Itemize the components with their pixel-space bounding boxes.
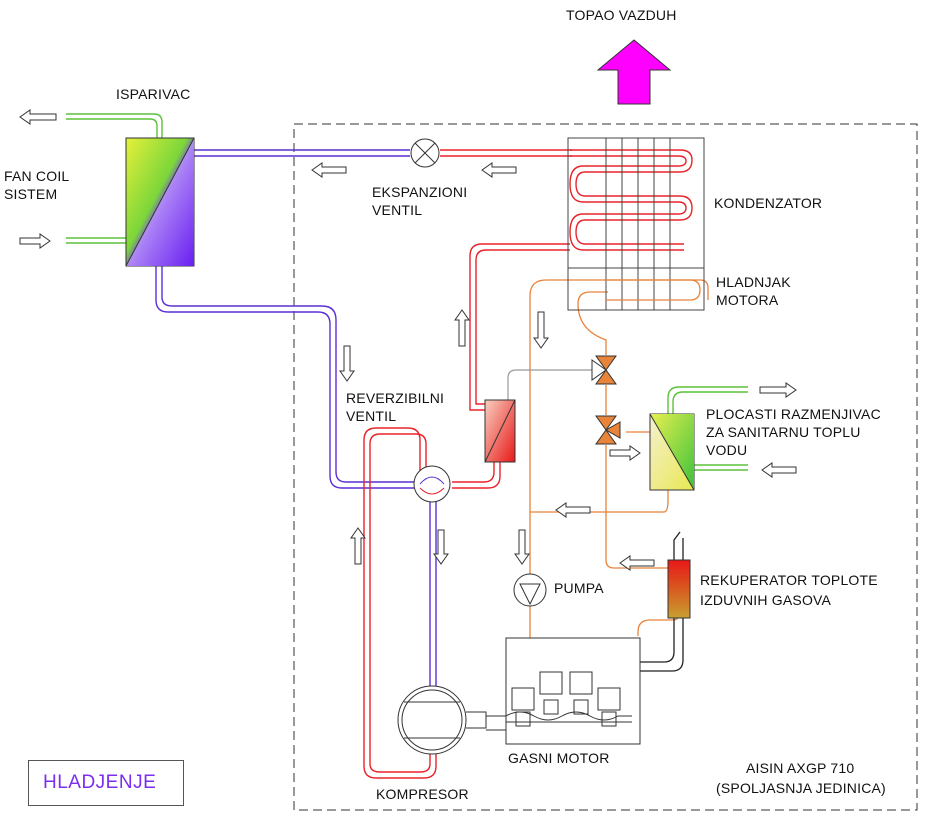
engine-cooler-label-line1: HLADNJAK <box>716 274 791 290</box>
hot-refrigerant-pipes <box>363 149 693 779</box>
water-pipes <box>66 113 748 471</box>
reversing-valve-label-line1: REVERZIBILNI <box>346 390 445 406</box>
engine-cooler-coil <box>604 279 701 301</box>
three-way-valve-lower <box>595 415 621 445</box>
compressor-label: KOMPRESOR <box>376 786 469 802</box>
compressor <box>397 685 487 755</box>
expansion-valve-label-line1: EKSPANZIONI <box>372 184 468 200</box>
evaporator-label: ISPARIVAC <box>116 86 191 102</box>
plate-hx-label-line2: ZA SANITARNU TOPLU <box>706 424 861 440</box>
reversing-valve-label-line2: VENTIL <box>346 408 397 424</box>
condenser-unit <box>567 137 705 311</box>
mode-indicator: HLADJENJE <box>28 760 184 806</box>
control-line <box>507 369 596 400</box>
plate-hx-label-line1: PLOCASTI RAZMENJIVAC <box>706 406 881 422</box>
plate-heat-exchanger <box>649 413 695 491</box>
refrigerant-heat-exchanger <box>484 399 516 463</box>
engine-cooler-label-line2: MOTORA <box>716 292 779 308</box>
pump-label: PUMPA <box>554 580 604 596</box>
recuperator-label-line2: IZDUVNIH GASOVA <box>700 592 832 608</box>
exhaust-pipes <box>640 531 684 672</box>
fan-coil-label-line2: SISTEM <box>4 186 58 202</box>
outdoor-unit-boundary <box>293 123 918 811</box>
condenser-label: KONDENZATOR <box>714 195 823 211</box>
cold-refrigerant-pipes <box>155 149 437 688</box>
hot-air-arrow <box>596 39 672 105</box>
gas-engine <box>486 637 641 745</box>
plate-hx-label-line3: VODU <box>706 442 748 458</box>
recuperator-label-line1: REKUPERATOR TOPLOTE <box>700 572 878 588</box>
expansion-valve <box>410 138 440 168</box>
gas-engine-label: GASNI MOTOR <box>508 750 610 766</box>
unit-type-label: (SPOLJASNJA JEDINICA) <box>716 780 886 796</box>
hot-air-label: TOPAO VAZDUH <box>566 7 677 23</box>
fan-coil-label-line1: FAN COIL <box>4 168 70 184</box>
evaporator-unit <box>125 137 195 267</box>
three-way-valve-upper <box>591 355 617 385</box>
unit-name-label: AISIN AXGP 710 <box>746 760 855 776</box>
exhaust-recuperator <box>667 559 691 619</box>
mode-label: HLADJENJE <box>43 772 157 793</box>
reversing-valve <box>413 465 451 503</box>
pump <box>513 573 547 607</box>
flow-arrows <box>19 109 797 571</box>
expansion-valve-label-line2: VENTIL <box>372 202 423 218</box>
